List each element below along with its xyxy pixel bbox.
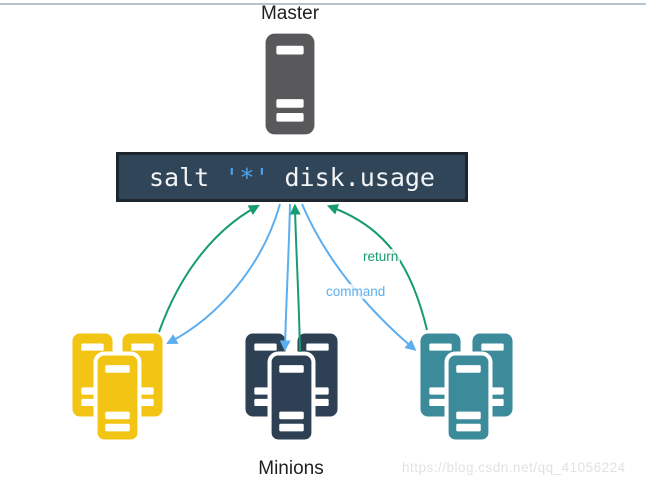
arrows-layer [158, 203, 428, 353]
minion-group-middle [245, 333, 338, 442]
master-label: Master [260, 3, 320, 24]
server-icon [265, 33, 315, 135]
command-arrow-to-left-minions [166, 203, 281, 345]
server-icon [270, 354, 314, 442]
command-box: salt '*' disk.usage [116, 152, 468, 202]
top-divider [0, 3, 646, 5]
server-icon [96, 354, 140, 442]
return-arrow-label: return [361, 249, 401, 264]
minion-group-right [420, 333, 513, 442]
command-arrow-to-right-minions [301, 203, 417, 351]
salt-command-text: salt '*' disk.usage [149, 163, 435, 192]
command-arrow-to-middle-minions [279, 203, 291, 352]
command-function: disk.usage [269, 162, 435, 192]
return-arrow-from-middle-minions [289, 203, 301, 353]
return-arrow-from-right-minions [326, 204, 428, 331]
command-arrow-label: command [324, 284, 388, 299]
server-icon [447, 354, 491, 442]
master-server-icon [265, 33, 315, 135]
minion-group-left [72, 333, 163, 442]
command-target-glob: '*' [224, 162, 270, 192]
watermark-text: https://blog.csdn.net/qq_41056224 [402, 460, 626, 475]
return-arrow-from-left-minions [158, 204, 260, 333]
minions-label: Minions [258, 458, 324, 479]
command-prefix: salt [149, 162, 225, 192]
